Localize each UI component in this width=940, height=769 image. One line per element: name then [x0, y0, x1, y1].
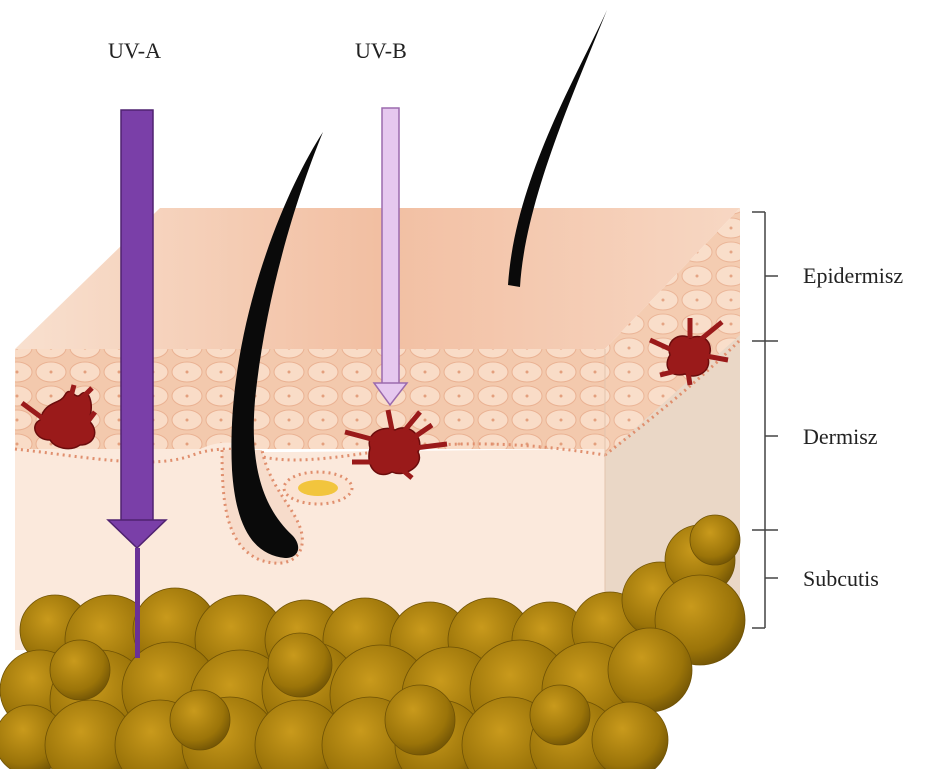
- subcutis-label: Subcutis: [803, 566, 879, 591]
- uvb-label: UV-B: [355, 38, 407, 63]
- fat-lobule: [608, 628, 692, 712]
- fat-lobule: [170, 690, 230, 750]
- fat-lobule: [530, 685, 590, 745]
- fat-lobule: [50, 640, 110, 700]
- layer-bracket: [752, 212, 778, 628]
- fat-lobule: [690, 515, 740, 565]
- epidermis-cell-layer: [15, 349, 605, 449]
- epidermis-label: Epidermisz: [803, 263, 903, 288]
- fat-lobule: [385, 685, 455, 755]
- uva-label: UV-A: [108, 38, 161, 63]
- fat-lobule: [268, 633, 332, 697]
- dermis-label: Dermisz: [803, 424, 878, 449]
